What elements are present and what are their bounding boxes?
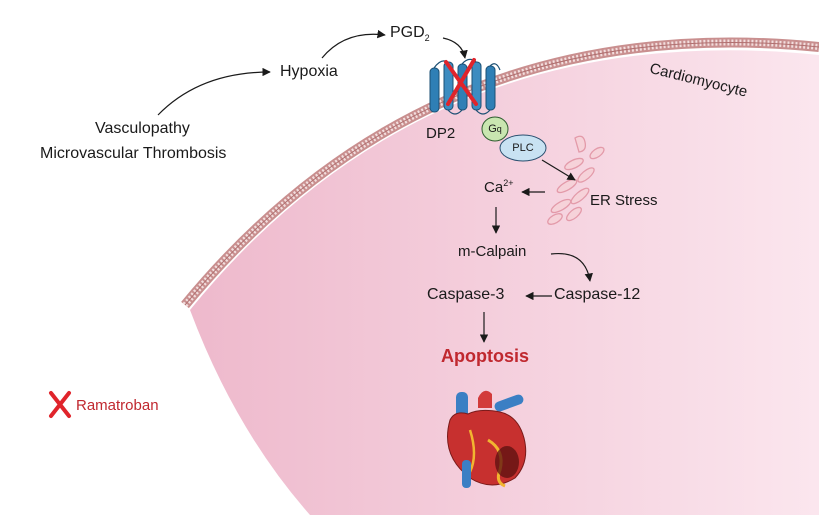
label-ramatroban: Ramatroban	[76, 397, 159, 414]
label-caspase-12: Caspase-12	[554, 286, 641, 303]
label-er-stress: ER Stress	[590, 192, 658, 209]
er-icon	[547, 135, 605, 225]
cardiomyocyte-cell	[190, 50, 819, 515]
label-hypoxia: Hypoxia	[280, 63, 338, 80]
label-vasculopathy: Vasculopathy	[95, 120, 190, 137]
inhibition-x-icon	[444, 58, 478, 106]
label-apoptosis: Apoptosis	[441, 346, 529, 366]
gq-protein	[481, 116, 509, 142]
arrow-vasculopathy-hypoxia	[157, 67, 271, 116]
heart-icon	[447, 390, 527, 488]
label-microvascular-thrombosis: Microvascular Thrombosis	[40, 145, 227, 162]
arrow-plc-er	[541, 159, 576, 181]
label-pgd2: PGD2	[390, 24, 430, 44]
label-plc: PLC	[512, 142, 534, 154]
label-calcium: Ca2+	[484, 178, 514, 196]
arrow-calpain-caspase12	[550, 252, 593, 282]
label-caspase-3: Caspase-3	[427, 286, 505, 303]
label-m-calpain: m-Calpain	[458, 243, 527, 260]
label-dp2: DP2	[426, 125, 456, 142]
arrow-hypoxia-pgd2	[321, 29, 386, 59]
arrow-pgd2-dp2	[442, 37, 468, 59]
plc-enzyme	[499, 134, 547, 162]
ramatroban-x-icon	[49, 391, 71, 418]
